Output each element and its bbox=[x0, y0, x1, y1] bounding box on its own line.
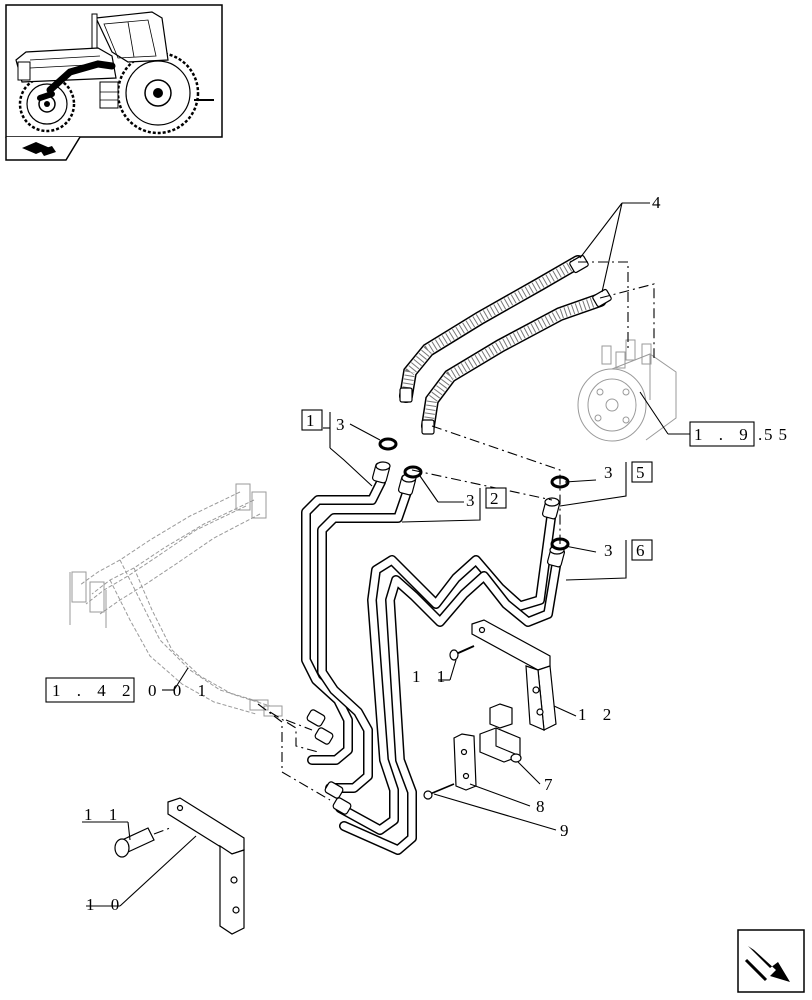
reference-boxes bbox=[45, 409, 755, 703]
bracket-large bbox=[471, 619, 557, 731]
flexible-hoses bbox=[399, 254, 612, 435]
label-ref-6: 6 bbox=[636, 541, 651, 560]
label-hose: 4 bbox=[652, 193, 667, 212]
label-ref-1: 1 bbox=[306, 411, 321, 430]
bolt-lower bbox=[114, 827, 171, 858]
tractor-thumbnail bbox=[5, 4, 223, 138]
label-ref-pipes-suffix: 0 0 1 bbox=[148, 681, 212, 700]
leader-lines bbox=[82, 202, 690, 907]
label-washer-2: 3 bbox=[466, 491, 481, 510]
steering-unit bbox=[577, 339, 677, 442]
rigid-pipes bbox=[301, 477, 561, 855]
label-ref-2: 2 bbox=[490, 489, 505, 508]
assembly-lines bbox=[257, 261, 655, 801]
label-bracket-large: 1 2 bbox=[578, 705, 617, 724]
label-washer-1: 3 bbox=[336, 415, 351, 434]
label-bolt-upper: 1 1 bbox=[412, 667, 451, 686]
pipe-fittings bbox=[306, 461, 566, 815]
label-ref-steering-suffix: . 5 bbox=[758, 425, 793, 444]
label-clamp-plate: 8 bbox=[536, 797, 551, 816]
callout-labels: 4 1 3 3 2 3 5 3 6 1 . 9 5 . 5 1 . 4 2 0 … bbox=[52, 193, 793, 914]
bracket-lower bbox=[167, 797, 245, 935]
label-clamp: 7 bbox=[544, 775, 559, 794]
bolt-upper bbox=[449, 645, 475, 661]
label-bolt-lower: 1 1 bbox=[84, 805, 123, 824]
label-ref-5: 5 bbox=[636, 463, 651, 482]
label-ref-steering: 1 . 9 5 bbox=[694, 425, 779, 444]
screw bbox=[423, 783, 455, 800]
label-ref-pipes: 1 . 4 2 bbox=[52, 681, 137, 700]
view-tab-icon bbox=[5, 136, 81, 161]
next-page-arrow-icon[interactable] bbox=[737, 929, 805, 993]
label-washer-5: 3 bbox=[604, 463, 619, 482]
label-bracket-lower: 1 0 bbox=[86, 895, 125, 914]
label-washer-6: 3 bbox=[604, 541, 619, 560]
clamp-plate bbox=[453, 733, 477, 791]
label-screw: 9 bbox=[560, 821, 575, 840]
pipe-clamp bbox=[479, 703, 522, 763]
ghost-pipe-assembly bbox=[69, 483, 283, 717]
